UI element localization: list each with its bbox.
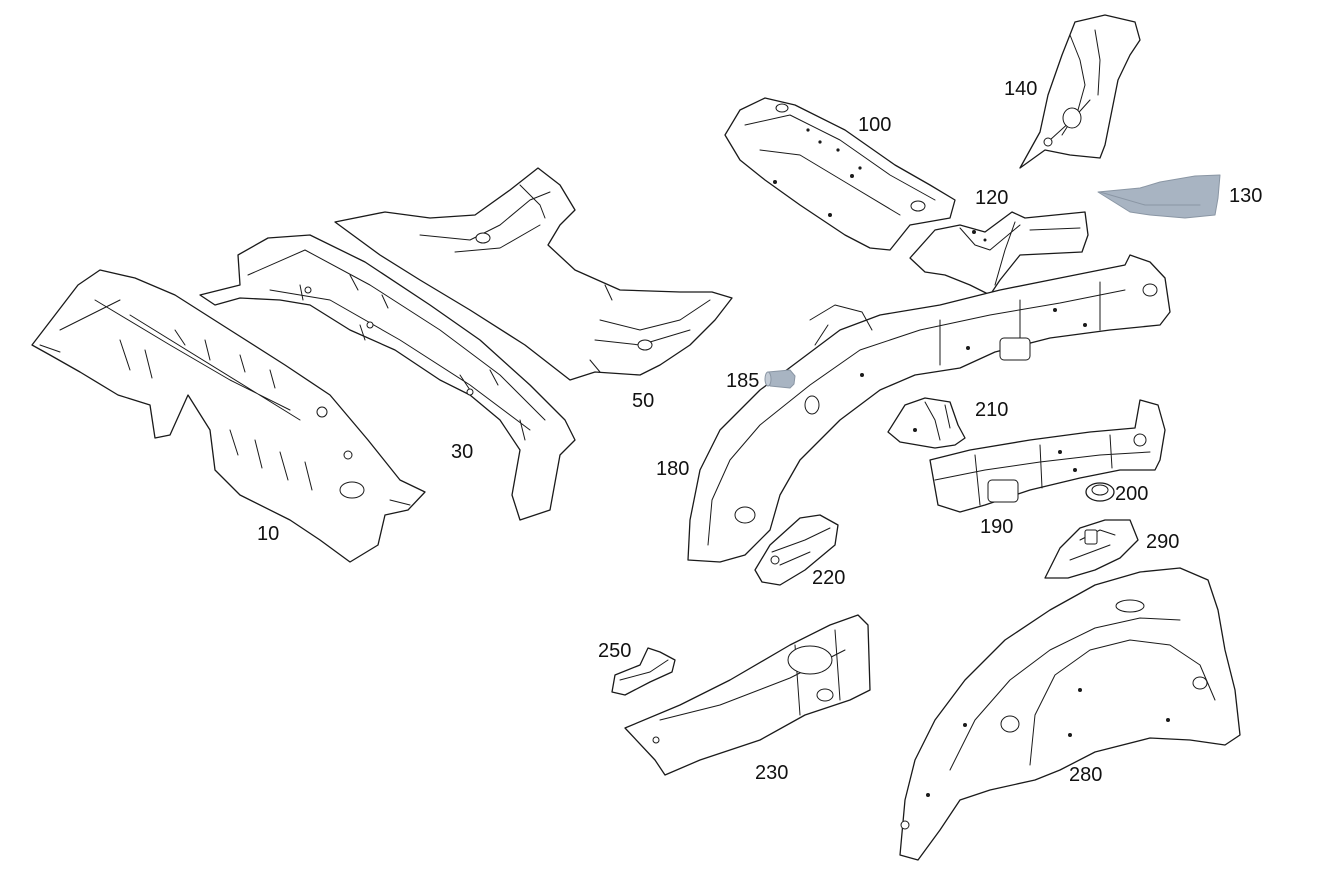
callout-185: 185	[726, 370, 759, 392]
callout-250: 250	[598, 640, 631, 662]
callout-50: 50	[632, 390, 654, 412]
callout-190: 190	[980, 516, 1013, 538]
callout-230: 230	[755, 762, 788, 784]
part-50-center-floor[interactable]	[334, 167, 733, 381]
part-230-rear-longitudinal[interactable]	[624, 614, 871, 776]
callout-140: 140	[1004, 78, 1037, 100]
part-10-rear-floor-panel[interactable]	[31, 269, 426, 563]
callout-220: 220	[812, 567, 845, 589]
callout-30: 30	[451, 441, 473, 463]
callout-210: 210	[975, 399, 1008, 421]
part-200-grommet[interactable]	[1085, 482, 1115, 502]
part-220-bracket[interactable]	[754, 514, 839, 586]
callout-290: 290	[1146, 531, 1179, 553]
part-190-lower-side-member[interactable]	[929, 399, 1166, 513]
part-280-wheel-house[interactable]	[899, 567, 1241, 861]
callout-200: 200	[1115, 483, 1148, 505]
callout-120: 120	[975, 187, 1008, 209]
part-100-rear-crossmember[interactable]	[724, 97, 956, 251]
part-180-side-member[interactable]	[687, 254, 1171, 563]
part-30-floor-frame[interactable]	[199, 234, 576, 521]
callout-280: 280	[1069, 764, 1102, 786]
part-185-pin[interactable]	[764, 369, 796, 389]
part-210-mount-bracket[interactable]	[887, 397, 966, 449]
callout-130: 130	[1229, 185, 1262, 207]
part-140-pillar-bracket[interactable]	[1019, 14, 1141, 169]
callout-180: 180	[656, 458, 689, 480]
part-290-bracket[interactable]	[1044, 519, 1139, 579]
callout-100: 100	[858, 114, 891, 136]
part-130-highlighted-panel[interactable]	[1097, 174, 1221, 219]
callout-10: 10	[257, 523, 279, 545]
part-120-bracket[interactable]	[909, 211, 1089, 296]
part-250-clip[interactable]	[611, 647, 676, 696]
